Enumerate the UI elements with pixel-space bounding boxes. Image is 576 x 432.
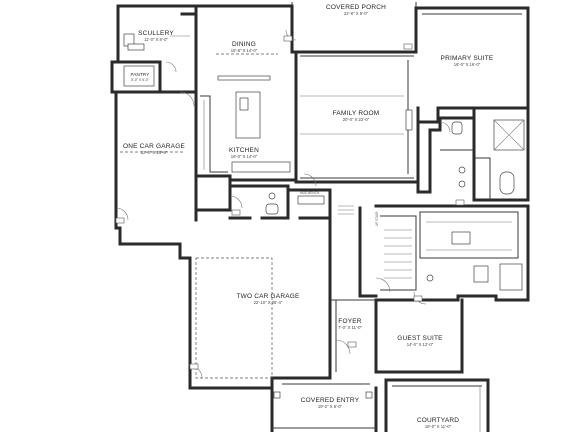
room-primary-suite: PRIMARY SUITE 16'-0" X 16'-0" xyxy=(441,55,494,67)
room-courtyard: COURTYARD 18'-0" X 11'-0" xyxy=(417,417,459,429)
room-dims: 16'-0" X 14'-0" xyxy=(231,154,258,159)
room-dims: 15'-8" X 14'-0" xyxy=(231,48,258,53)
room-name: ONE CAR GARAGE xyxy=(123,143,185,150)
door-swings xyxy=(115,29,451,379)
room-name: COVERED PORCH xyxy=(326,4,386,11)
room-dining: DINING 15'-8" X 14'-0" xyxy=(231,41,258,53)
room-scullery: SCULLERY 11'-0" X 8'-0" xyxy=(138,30,174,42)
room-dims: 11'-0" X 8'-0" xyxy=(144,37,168,42)
room-name: PANTRY xyxy=(130,72,149,77)
room-dims: 7'-0" X 11'-0" xyxy=(338,325,362,330)
plan-notes: MUD BENCH UP STAIR xyxy=(300,191,379,226)
room-name: DINING xyxy=(232,41,256,48)
room-dims: 18'-0" X 11'-0" xyxy=(425,424,452,429)
room-name: PRIMARY SUITE xyxy=(441,55,494,62)
walls xyxy=(110,2,530,432)
room-dims: 14'-0" X 12'-0" xyxy=(407,342,434,347)
room-covered-porch: COVERED PORCH 22'-8" X 9'-0" xyxy=(326,4,386,16)
fixtures xyxy=(120,33,525,432)
room-kitchen: KITCHEN 16'-0" X 14'-0" xyxy=(229,147,259,159)
room-name: KITCHEN xyxy=(229,147,259,154)
door-tags xyxy=(115,35,465,370)
room-dims: 19'-2" X 6'-0" xyxy=(318,404,343,409)
room-guest-suite: GUEST SUITE 14'-0" X 12'-0" xyxy=(397,335,443,347)
room-dims: 22'-8" X 9'-0" xyxy=(344,11,369,16)
room-dims: 20'-0" X 22'-0" xyxy=(343,117,370,122)
room-dims: 22'-10" X 25'-4" xyxy=(254,300,283,305)
note-mud-bench: MUD BENCH xyxy=(300,191,320,195)
room-two-car-garage: TWO CAR GARAGE 22'-10" X 25'-4" xyxy=(236,293,300,305)
room-name: COURTYARD xyxy=(417,417,459,424)
room-dims: 12'-0" X 25'-8" xyxy=(141,150,168,155)
room-name: GUEST SUITE xyxy=(397,335,443,342)
room-pantry: PANTRY 5'-0" X 5'-0" xyxy=(130,72,149,82)
room-foyer: FOYER 7'-0" X 11'-0" xyxy=(338,318,362,330)
room-dims: 5'-0" X 5'-0" xyxy=(131,78,149,82)
room-one-car-garage: ONE CAR GARAGE 12'-0" X 25'-8" xyxy=(123,143,185,155)
room-dims: 16'-0" X 16'-0" xyxy=(454,62,481,67)
room-name: SCULLERY xyxy=(138,30,174,37)
room-name: COVERED ENTRY xyxy=(301,397,360,404)
room-name: FOYER xyxy=(338,318,361,325)
room-covered-entry: COVERED ENTRY 19'-2" X 6'-0" xyxy=(301,397,360,409)
room-labels: SCULLERY 11'-0" X 8'-0" DINING 15'-8" X … xyxy=(123,4,494,429)
room-family-room: FAMILY ROOM 20'-0" X 22'-0" xyxy=(333,110,380,122)
room-name: FAMILY ROOM xyxy=(333,110,380,117)
room-name: TWO CAR GARAGE xyxy=(236,293,300,300)
note-up-stair: UP STAIR xyxy=(375,211,379,226)
